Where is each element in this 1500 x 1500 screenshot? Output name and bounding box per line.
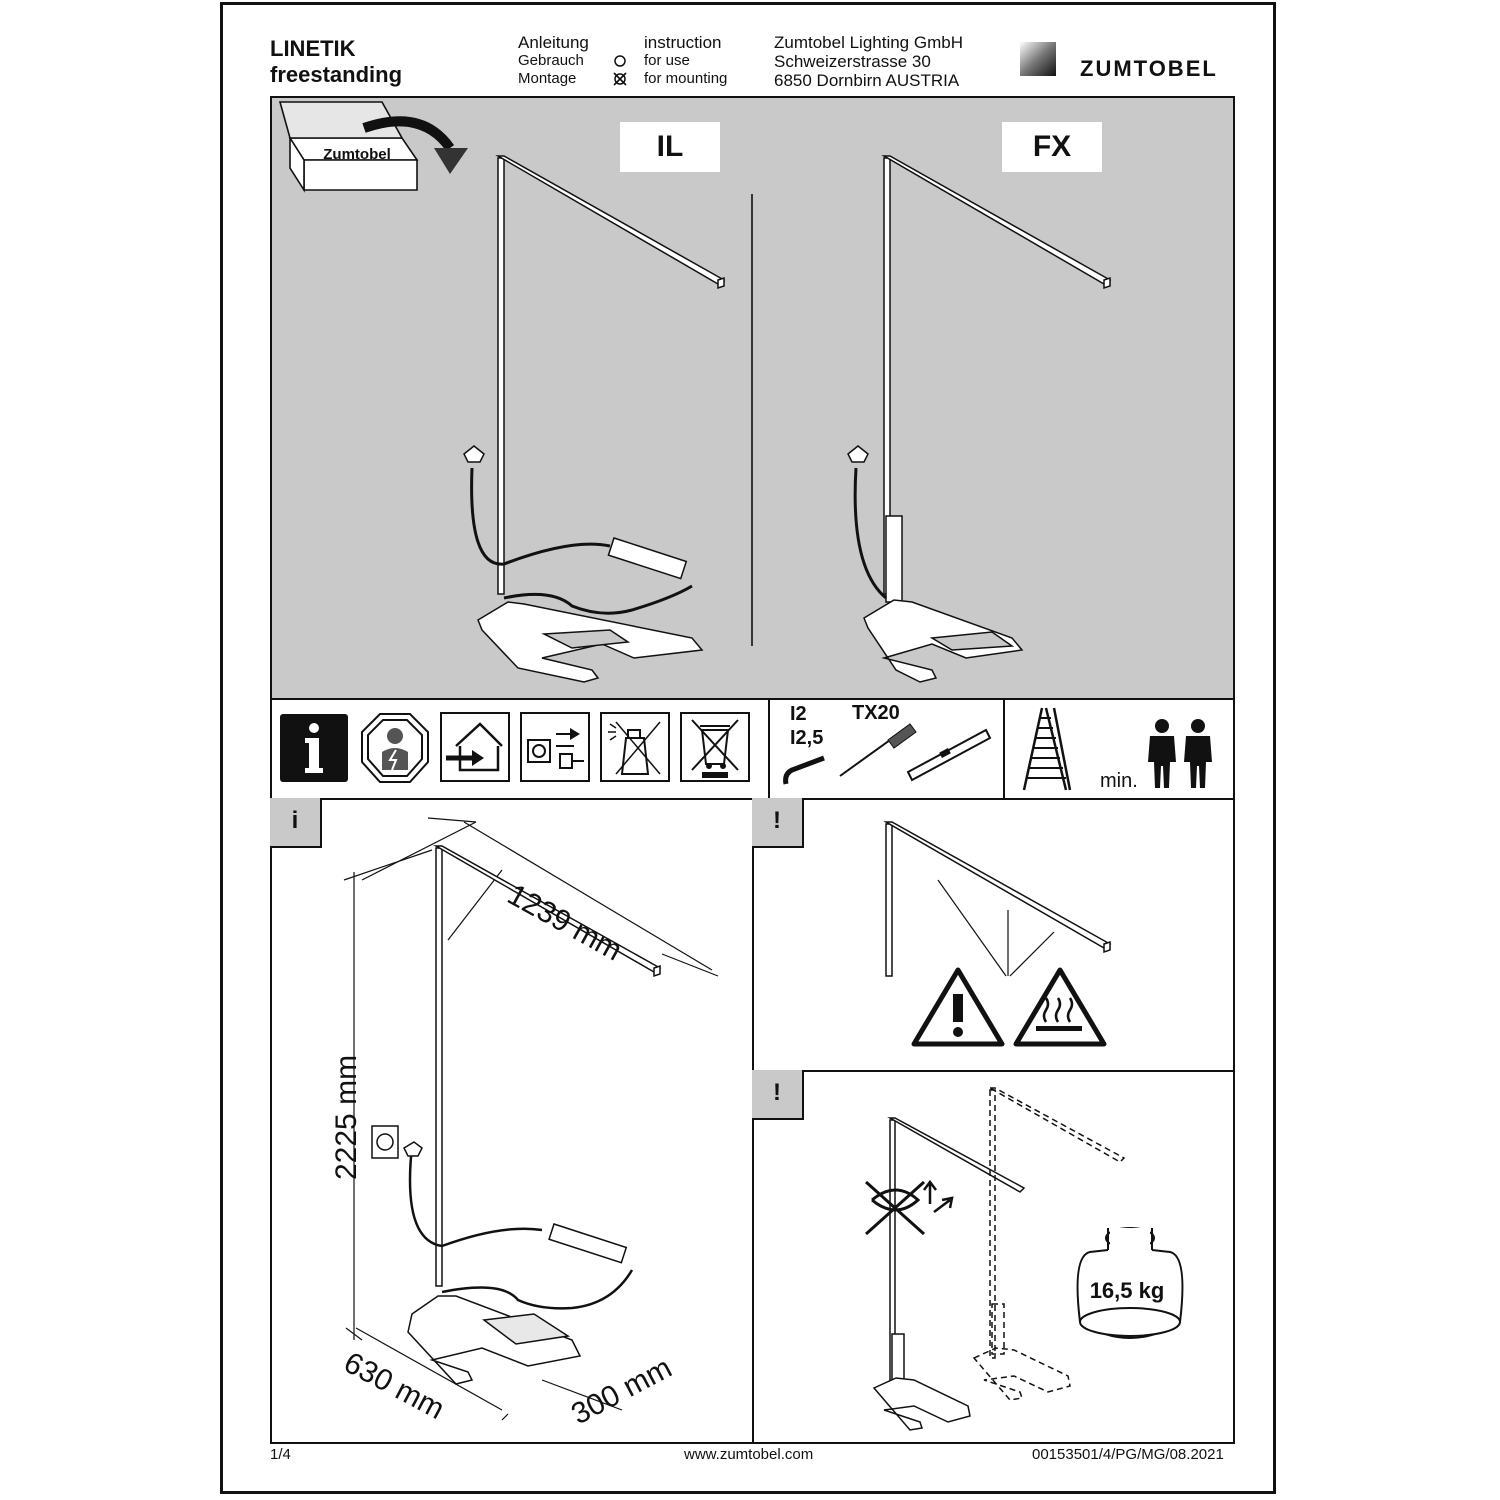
page-number: 1/4 (270, 1446, 291, 1463)
plug-connection-icon (520, 712, 590, 782)
hot-surface-warning-icon (1013, 967, 1107, 1047)
overview-drawing (278, 101, 1112, 683)
en-use: for use (644, 52, 690, 69)
for-use-circle (614, 55, 626, 67)
instruction-en: instruction for use for mounting (644, 34, 727, 88)
tilt-luminaire-dashed (972, 1087, 1126, 1401)
screwdriver-icon (839, 739, 891, 777)
il-luminaire-drawing (463, 155, 726, 683)
warning-tab-2: ! (752, 1070, 804, 1120)
light-beam-lines (937, 879, 1055, 977)
unpack-arrow-head (434, 148, 468, 174)
electrician-icon (361, 713, 429, 783)
en-mounting: for mounting (644, 70, 728, 87)
de-title: Anleitung (518, 33, 589, 52)
hex-key-sizes: I2 I2,5 (790, 702, 823, 750)
dimensions-tab: i (270, 798, 322, 848)
ladder-icon (1022, 707, 1072, 791)
variant-il-label: IL (620, 122, 720, 172)
company-name: Zumtobel Lighting GmbH (774, 33, 963, 52)
package-box-icon (278, 101, 419, 193)
warning-panel-2 (752, 1070, 1235, 1444)
variant-fx-label: FX (1002, 122, 1102, 172)
instruction-checkboxes (613, 55, 627, 86)
de-mounting: Montage (518, 70, 577, 87)
weight-label: 16,5 kg (1089, 1278, 1165, 1303)
no-cleaning-spray-icon (600, 712, 670, 782)
dimensions-drawing (343, 817, 719, 1421)
move-arrow-icon (933, 1196, 954, 1213)
dimension-lines (343, 817, 719, 1421)
product-title: LINETIK freestanding (270, 36, 402, 88)
dimensions-luminaire (371, 845, 662, 1385)
warning-luminaire (883, 821, 1112, 977)
icon-row-divider-2 (1003, 700, 1005, 798)
info-icon (280, 714, 348, 782)
warning-tab-1: ! (752, 798, 804, 848)
warning-drawing-1 (883, 821, 1112, 1047)
two-persons-icon (1148, 719, 1212, 788)
zumtobel-logo-icon (1020, 42, 1056, 76)
tools-drawing (783, 723, 992, 785)
en-title: instruction (644, 33, 722, 52)
indoor-use-icon (440, 712, 510, 782)
website-url: www.zumtobel.com (684, 1446, 814, 1463)
instruction-sheet (220, 2, 1276, 1494)
spirit-level-icon (906, 728, 992, 782)
height-dimension: 2225 mm (330, 1054, 363, 1180)
fx-luminaire-drawing (847, 155, 1112, 683)
instruction-de: Anleitung Gebrauch Montage (518, 34, 589, 88)
unpack-arrow-icon (362, 116, 455, 152)
hex-key-size-1: I2 (790, 703, 807, 725)
company-street: Schweizerstrasse 30 (774, 52, 931, 71)
de-use: Gebrauch (518, 52, 584, 69)
logo-text: ZUMTOBEL (1080, 56, 1218, 81)
weee-disposal-icon (680, 712, 750, 782)
hex-key-size-2: I2,5 (790, 727, 824, 749)
min-persons-label: min. (1100, 770, 1138, 792)
product-name: LINETIK (270, 36, 356, 61)
hex-key-icon (783, 755, 825, 785)
icon-row-divider-1 (768, 700, 770, 798)
company-city: 6850 Dornbirn AUSTRIA (774, 71, 960, 90)
no-tilt-cross-icon (864, 1180, 926, 1236)
lift-up-arrow-icon (923, 1179, 937, 1204)
for-mounting-circle (614, 73, 626, 85)
general-warning-icon (911, 967, 1005, 1047)
document-id: 00153501/4/PG/MG/08.2021 (1032, 1446, 1224, 1463)
weight-icon (1076, 1227, 1184, 1339)
torx-size: TX20 (852, 702, 900, 724)
company-address: Zumtobel Lighting GmbH Schweizerstrasse … (774, 33, 963, 90)
package-label: Zumtobel (323, 146, 391, 163)
tilt-luminaire-solid (872, 1117, 1026, 1431)
product-variant: freestanding (270, 62, 403, 87)
warning-drawing-2 (864, 1087, 1184, 1431)
for-mounting-check-icon (613, 72, 627, 86)
